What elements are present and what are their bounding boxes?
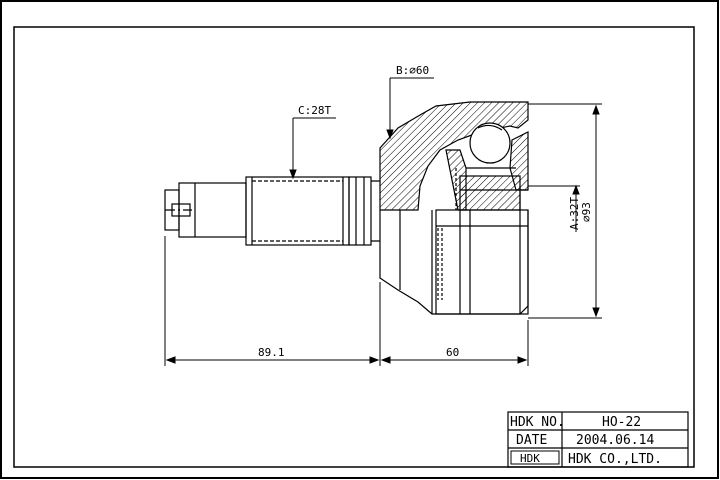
- date-label: DATE: [516, 433, 547, 448]
- outer-dia-label: ⌀93: [580, 202, 593, 222]
- callout-b-label: B:⌀60: [396, 64, 429, 77]
- company-name: HDK CO.,LTD.: [568, 452, 662, 467]
- part-no-label: HDK NO.: [510, 415, 565, 430]
- shaft-length-label: 89.1: [258, 346, 285, 359]
- callout-a-label: A:32T: [568, 197, 581, 230]
- dim-outer-diameter: [528, 103, 602, 319]
- bell-length-label: 60: [446, 346, 459, 359]
- hdk-logo-text: HDK: [520, 452, 540, 465]
- title-block: [507, 411, 689, 468]
- hdk-logo: HDK: [510, 450, 560, 465]
- inner-border: [13, 26, 695, 468]
- spline-section: [245, 176, 350, 246]
- ball: [469, 122, 511, 164]
- callout-c-label: C:28T: [298, 104, 331, 117]
- bell-housing: [379, 101, 529, 315]
- dim-bell-length: [380, 320, 529, 366]
- part-no-value: HO-22: [602, 415, 641, 430]
- dim-a-spline: [528, 184, 580, 232]
- callout-b: [386, 77, 434, 140]
- callout-c: [289, 117, 336, 180]
- dim-shaft-length: [164, 236, 381, 366]
- stem-collar: [348, 176, 372, 246]
- stem-shaft: [164, 176, 380, 246]
- date-value: 2004.06.14: [576, 433, 654, 448]
